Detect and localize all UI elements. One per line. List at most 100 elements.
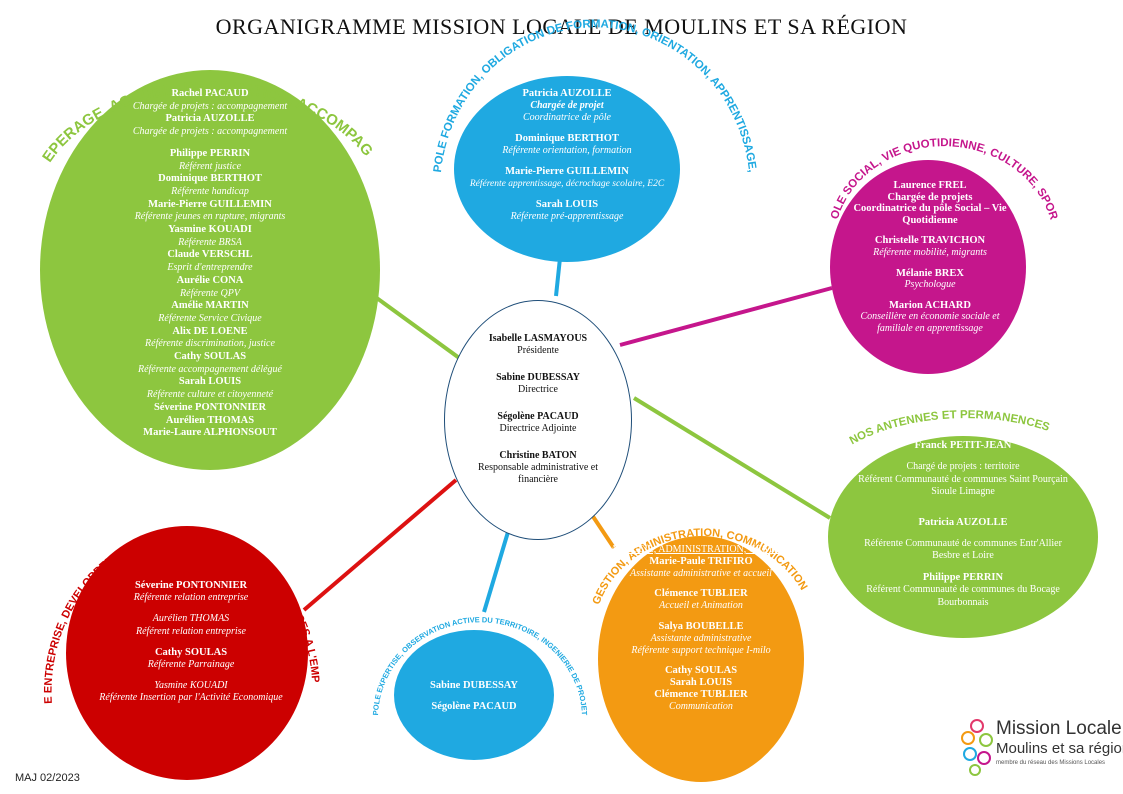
member-name: Philippe PERRIN bbox=[922, 571, 1004, 583]
member-name: Alix DE LOENE bbox=[172, 325, 248, 337]
member-name: Marie-Paule TRIFIRO bbox=[649, 555, 753, 567]
member-name: Sabine DUBESSAY bbox=[496, 372, 580, 383]
member-role: Référente discrimination, justice bbox=[145, 338, 275, 350]
member-role: Référente Service Civique bbox=[158, 312, 262, 324]
entreprise-members: Séverine PONTONNIER Référente relation e… bbox=[96, 580, 286, 705]
member-name: Sabine DUBESSAY bbox=[429, 680, 519, 691]
connector-expertise bbox=[482, 531, 510, 613]
gestion-ellipse bbox=[598, 536, 804, 782]
member-role: Directrice Adjointe bbox=[499, 423, 577, 434]
connector-antennes bbox=[632, 396, 832, 520]
member-name: Sarah LOUIS bbox=[535, 199, 599, 210]
member-role: Responsable administrative et financière bbox=[478, 462, 598, 485]
member-name: Aurélie CONA bbox=[176, 274, 244, 286]
member-name: Aurélien THOMAS bbox=[165, 414, 255, 426]
member-name: Patricia AUZOLLE bbox=[522, 88, 612, 99]
member-name: Séverine PONTONNIER bbox=[134, 580, 248, 591]
antennes-members: Franck PETIT-JEAN Chargé de projets : te… bbox=[852, 440, 1074, 609]
member-name: Patricia AUZOLLE bbox=[918, 516, 1008, 528]
member-name: Amélie MARTIN bbox=[171, 300, 249, 312]
member-role: Psychologue bbox=[904, 279, 956, 291]
member-name: Ségolène PACAUD bbox=[431, 701, 517, 712]
mission-locale-logo: Mission Locale Moulins et sa région memb… bbox=[960, 718, 1123, 778]
member-name: Salya BOUBELLE bbox=[658, 620, 744, 632]
page-title: ORGANIGRAMME MISSION LOCALE DE MOULINS E… bbox=[215, 14, 908, 39]
member-name: Cathy SOULAS bbox=[154, 646, 228, 658]
entreprise-ellipse bbox=[66, 526, 308, 780]
member-name: Clémence TUBLIER bbox=[654, 588, 748, 600]
member-name: Marion ACHARD bbox=[889, 299, 971, 311]
member-role: Chargée de projet bbox=[530, 100, 604, 111]
logo-tagline: membre du réseau des Missions Locales bbox=[996, 760, 1106, 766]
member-role: Référent justice bbox=[178, 160, 242, 172]
member-role: Référente QPV bbox=[180, 287, 240, 299]
member-name: Ségolène PACAUD bbox=[497, 411, 579, 422]
member-name: Christelle TRAVICHON bbox=[874, 235, 986, 247]
connector-formation bbox=[554, 257, 562, 297]
member-role: Référente culture et citoyenneté bbox=[146, 389, 274, 401]
member-name: Clémence TUBLIER bbox=[654, 688, 748, 700]
member-role: Référent Communauté de communes Saint Po… bbox=[858, 473, 1068, 498]
member-role: Directrice bbox=[518, 384, 558, 395]
member-role: Chargé de projets : territoire bbox=[906, 461, 1020, 473]
expertise-ellipse bbox=[394, 630, 554, 760]
member-role: Référente Communauté de communes Entr'Al… bbox=[864, 538, 1062, 562]
member-name: Aurélien THOMAS bbox=[152, 613, 230, 625]
member-name: Rachel PACAUD bbox=[171, 88, 249, 99]
member-name: Séverine PONTONNIER bbox=[153, 401, 267, 413]
member-name: Mélanie BREX bbox=[896, 267, 964, 279]
member-role: Présidente bbox=[517, 345, 559, 356]
logo-subtitle: Moulins et sa région bbox=[996, 740, 1123, 757]
formation-ellipse bbox=[454, 76, 680, 262]
member-role: Chargée de projets : accompagnement bbox=[132, 126, 288, 138]
social-ellipse bbox=[830, 160, 1026, 374]
member-name: Cathy SOULAS bbox=[173, 351, 247, 363]
connector-social bbox=[619, 286, 833, 347]
antennes-ellipse bbox=[828, 436, 1098, 638]
member-name: Sarah LOUIS bbox=[669, 677, 733, 689]
formation-members: Patricia AUZOLLE Chargée de projet Coord… bbox=[464, 88, 670, 223]
member-name: Dominique BERTHOT bbox=[158, 173, 262, 185]
expertise-members: Sabine DUBESSAY Ségolène PACAUD bbox=[404, 680, 544, 713]
member-role: Référente mobilité, migrants bbox=[873, 246, 987, 258]
member-role: Référente apprentissage, décrochage scol… bbox=[469, 179, 665, 189]
member-name: Philippe PERRIN bbox=[169, 147, 251, 159]
member-role: Référente relation entreprise bbox=[133, 592, 249, 604]
member-name: Patricia AUZOLLE bbox=[165, 113, 255, 125]
member-role: Coordinatrice du pôle Social – Vie Quoti… bbox=[853, 203, 1007, 226]
member-name: Marie-Laure ALPHONSOUT bbox=[143, 427, 277, 439]
member-name: Claude VERSCHL bbox=[167, 249, 253, 261]
member-role: Accueil et Animation bbox=[659, 600, 743, 612]
member-role: Référente pré-apprentissage bbox=[510, 211, 624, 222]
member-name: Cathy SOULAS bbox=[664, 665, 738, 677]
logo-circles-icon bbox=[961, 719, 993, 776]
connector-gestion bbox=[588, 510, 616, 550]
member-name: Yasmine KOUADI bbox=[154, 680, 228, 692]
member-name: Yasmine KOUADI bbox=[168, 224, 252, 236]
member-role: Référente support technique I-milo bbox=[631, 644, 771, 656]
member-name: Isabelle LASMAYOUS bbox=[488, 333, 588, 344]
center-ellipse bbox=[444, 300, 632, 540]
member-name: Christine BATON bbox=[499, 450, 577, 461]
member-role: Référente Insertion par l'Activité Econo… bbox=[99, 692, 283, 704]
member-role: Chargée de projets : accompagnement bbox=[132, 100, 288, 112]
member-role: Conseillère en économie sociale et famil… bbox=[860, 311, 1000, 334]
connector-entreprise bbox=[302, 478, 458, 612]
member-role: Esprit d'entreprendre bbox=[167, 262, 253, 274]
logo-title: Mission Locale bbox=[996, 718, 1122, 739]
reperage-ellipse bbox=[40, 70, 380, 470]
gestion-subheading: ACCUEIL, ADMINISTRATION, GESTION bbox=[610, 544, 792, 555]
member-role: Référente orientation, formation bbox=[502, 145, 632, 156]
member-role: Référente jeunes en rupture, migrants bbox=[134, 211, 286, 223]
member-role: Communication bbox=[669, 700, 733, 712]
member-name: Marie-Pierre GUILLEMIN bbox=[148, 198, 272, 210]
social-members: Laurence FREL Chargée de projets Coordin… bbox=[850, 180, 1010, 335]
member-role: Référente BRSA bbox=[178, 236, 242, 248]
center-members: Isabelle LASMAYOUS Présidente Sabine DUB… bbox=[470, 333, 606, 486]
member-role: Référente handicap bbox=[171, 185, 249, 197]
member-role: Référent Communauté de communes du Bocag… bbox=[866, 584, 1060, 608]
update-date: MAJ 02/2023 bbox=[15, 772, 80, 784]
member-role: Coordinatrice de pôle bbox=[523, 112, 611, 123]
member-name: Franck PETIT-JEAN bbox=[914, 440, 1012, 451]
